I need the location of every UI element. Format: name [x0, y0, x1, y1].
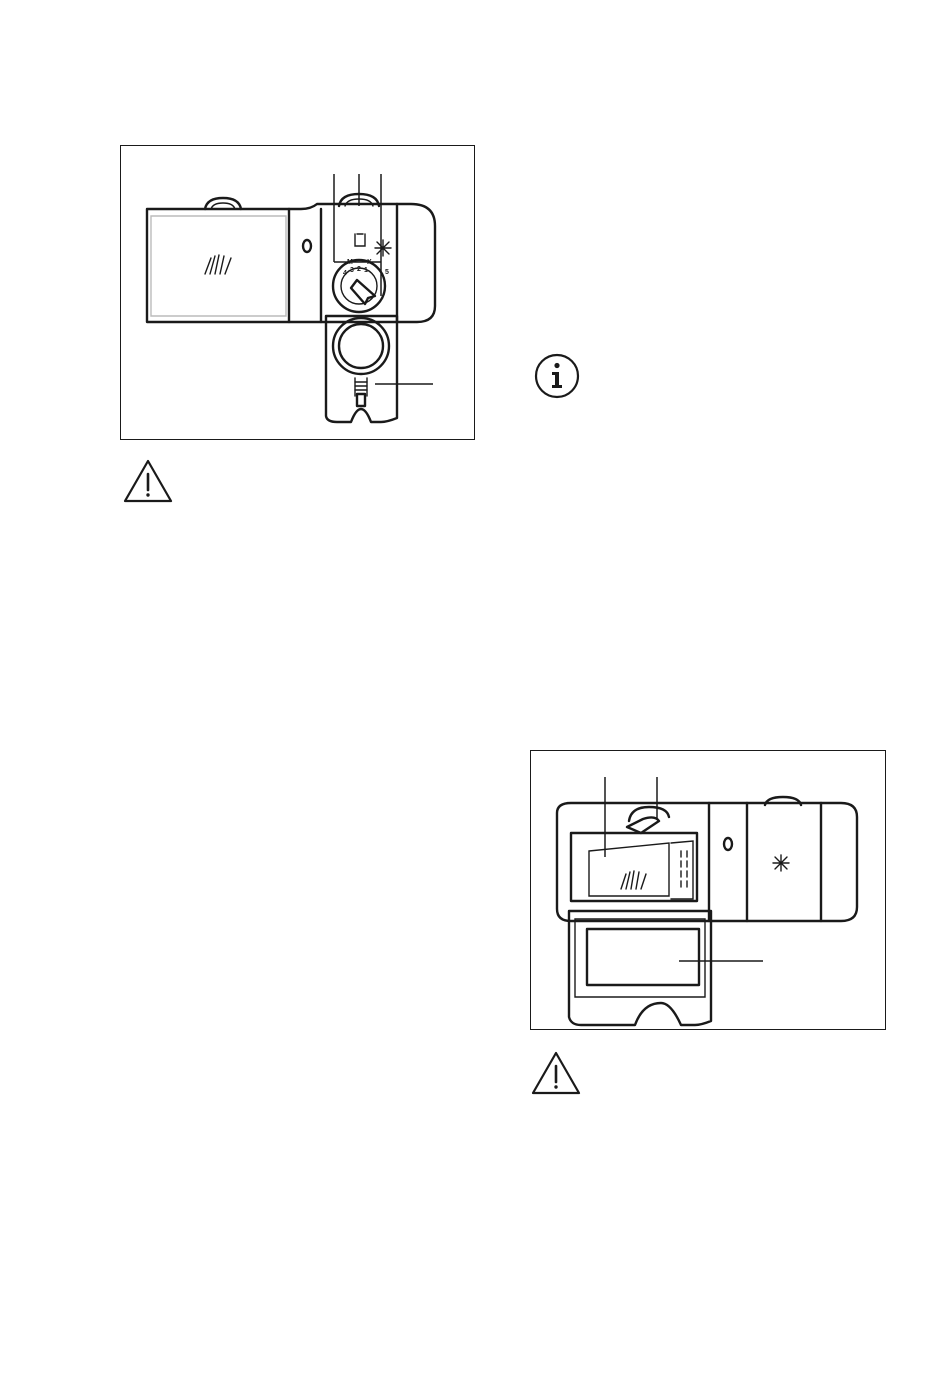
figure-rinse-aid-dispenser: M X 4 3 2 1 5: [120, 145, 475, 440]
figure-detergent-dispenser: [530, 750, 886, 1030]
detergent-symbol-icon: [205, 255, 231, 274]
warning-icon: [122, 458, 174, 509]
dispenser-illustration: M X 4 3 2 1 5: [121, 146, 476, 441]
detergent-symbol-icon: [621, 871, 646, 889]
dial-scale-1: 1: [364, 267, 368, 274]
dial-scale-2: 2: [357, 266, 361, 273]
rinse-aid-star-icon: [773, 855, 789, 871]
dial-side-letter: 5: [385, 269, 389, 276]
dial-scale-4: 4: [343, 270, 347, 277]
rinse-aid-star-icon: [375, 240, 391, 256]
warning-icon: [530, 1050, 582, 1101]
info-icon: [533, 352, 581, 405]
dial-scale-3: 3: [350, 267, 354, 274]
detergent-dispenser-illustration: [531, 751, 887, 1031]
